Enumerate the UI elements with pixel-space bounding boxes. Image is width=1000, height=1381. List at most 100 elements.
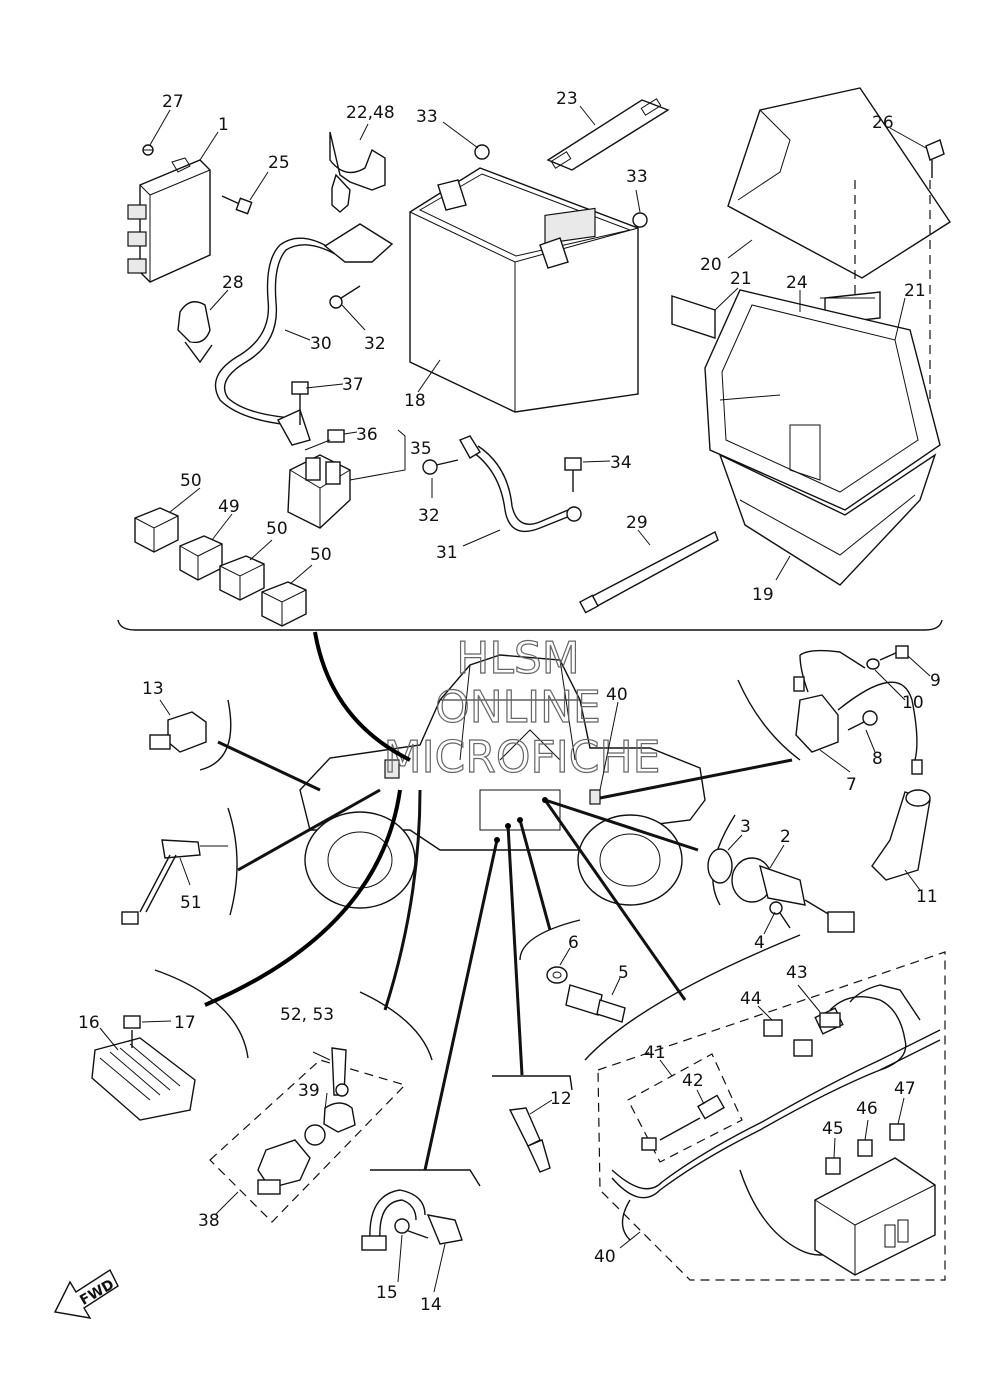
label-45: 45 bbox=[822, 1119, 844, 1139]
screw-26[interactable] bbox=[925, 139, 945, 178]
label-32-bottom: 32 bbox=[418, 506, 440, 526]
label-13: 13 bbox=[142, 679, 164, 699]
label-31: 31 bbox=[436, 543, 458, 563]
bolt-15[interactable] bbox=[394, 1218, 429, 1239]
battery-cable-31[interactable] bbox=[459, 435, 582, 533]
label-12: 12 bbox=[550, 1089, 572, 1109]
plug-cap-11[interactable] bbox=[871, 759, 931, 881]
cable-tie-29[interactable] bbox=[579, 531, 719, 614]
label-17: 17 bbox=[174, 1013, 196, 1033]
label-6: 6 bbox=[568, 933, 579, 953]
relay-50-a[interactable] bbox=[134, 507, 179, 553]
label-46: 46 bbox=[856, 1099, 878, 1119]
label-11: 11 bbox=[916, 887, 938, 907]
label-20: 20 bbox=[700, 255, 722, 275]
bolt-25[interactable] bbox=[221, 195, 253, 215]
label-24: 24 bbox=[786, 273, 808, 293]
rectifier-16[interactable] bbox=[91, 1037, 196, 1121]
label-34: 34 bbox=[610, 453, 632, 473]
nut-33-left[interactable] bbox=[474, 144, 490, 160]
pad-21-left[interactable] bbox=[671, 295, 716, 339]
o-ring-3[interactable] bbox=[707, 848, 733, 884]
label-35: 35 bbox=[410, 439, 432, 459]
label-4: 4 bbox=[754, 933, 765, 953]
label-43: 43 bbox=[786, 963, 808, 983]
bolt-9[interactable] bbox=[879, 645, 909, 661]
bracket-arcs bbox=[154, 679, 801, 1187]
leader-lines bbox=[99, 105, 931, 1293]
ignition-coil-7[interactable] bbox=[793, 649, 918, 761]
label-8: 8 bbox=[872, 749, 883, 769]
relay-50-b[interactable] bbox=[219, 555, 265, 601]
ignition-switch-38[interactable] bbox=[209, 1059, 407, 1223]
label-9: 9 bbox=[930, 671, 941, 691]
label-50-a: 50 bbox=[180, 471, 202, 491]
battery-18[interactable] bbox=[409, 167, 639, 413]
bolt-17[interactable] bbox=[123, 1015, 141, 1048]
relay-35[interactable] bbox=[287, 454, 351, 529]
key-52-53[interactable] bbox=[331, 1047, 349, 1097]
bolt-32-top[interactable] bbox=[329, 285, 361, 309]
label-50-c: 50 bbox=[310, 545, 332, 565]
label-52-53: 52, 53 bbox=[280, 1005, 334, 1025]
watermark-line-2: ONLINE bbox=[435, 682, 601, 733]
label-37: 37 bbox=[342, 375, 364, 395]
bolt-32-bottom[interactable] bbox=[422, 459, 459, 475]
label-2: 2 bbox=[780, 827, 791, 847]
sensor-2[interactable] bbox=[731, 857, 855, 933]
ecu-unit[interactable] bbox=[127, 157, 211, 283]
label-40-top: 40 bbox=[606, 685, 628, 705]
label-51: 51 bbox=[180, 893, 202, 913]
sensor-13[interactable] bbox=[149, 711, 207, 753]
sensor-51[interactable] bbox=[121, 839, 228, 925]
bolt-4[interactable] bbox=[769, 901, 791, 929]
bolt-8[interactable] bbox=[847, 710, 878, 731]
label-5: 5 bbox=[618, 963, 629, 983]
fuse-box[interactable] bbox=[814, 1157, 936, 1276]
label-22-48: 22,48 bbox=[346, 103, 395, 123]
fuse-45[interactable] bbox=[825, 1157, 841, 1175]
label-21-left: 21 bbox=[730, 269, 752, 289]
watermark-line-3: MICROFICHE bbox=[384, 732, 661, 783]
nut-33-right[interactable] bbox=[632, 212, 648, 228]
label-30: 30 bbox=[310, 334, 332, 354]
label-39: 39 bbox=[298, 1081, 320, 1101]
label-27: 27 bbox=[162, 92, 184, 112]
relay-44[interactable] bbox=[763, 1019, 813, 1057]
coupler-43[interactable] bbox=[819, 1012, 841, 1028]
strap-23[interactable] bbox=[546, 98, 670, 171]
fuse-47[interactable] bbox=[889, 1123, 905, 1141]
watermark: HLSM ONLINE MICROFICHE bbox=[383, 632, 661, 783]
part-labels: 1 2 3 4 5 6 7 8 9 10 11 12 13 14 15 16 1… bbox=[78, 89, 941, 1315]
label-47: 47 bbox=[894, 1079, 916, 1099]
holder-22-48[interactable] bbox=[329, 131, 386, 213]
label-40-bottom: 40 bbox=[594, 1247, 616, 1267]
label-1: 1 bbox=[218, 115, 229, 135]
cable-30[interactable] bbox=[214, 223, 394, 446]
bolt-34[interactable] bbox=[564, 457, 582, 492]
fitting-14[interactable] bbox=[361, 1189, 463, 1251]
label-19: 19 bbox=[752, 585, 774, 605]
fuse-46[interactable] bbox=[857, 1139, 873, 1157]
clip-27[interactable] bbox=[142, 144, 154, 156]
spark-plug-12[interactable] bbox=[508, 1107, 551, 1173]
fuse-36[interactable] bbox=[327, 429, 345, 443]
clamp-28[interactable] bbox=[177, 301, 213, 364]
label-38: 38 bbox=[198, 1211, 220, 1231]
gasket-6[interactable] bbox=[546, 966, 568, 984]
label-50-b: 50 bbox=[266, 519, 288, 539]
label-42: 42 bbox=[682, 1071, 704, 1091]
label-33-right: 33 bbox=[626, 167, 648, 187]
label-28: 28 bbox=[222, 273, 244, 293]
label-10: 10 bbox=[902, 693, 924, 713]
relay-49[interactable] bbox=[179, 535, 223, 581]
label-15: 15 bbox=[376, 1283, 398, 1303]
cover-20[interactable] bbox=[727, 87, 951, 500]
sensor-5[interactable] bbox=[565, 984, 626, 1023]
label-41: 41 bbox=[644, 1043, 666, 1063]
battery-box-19[interactable] bbox=[704, 289, 941, 586]
label-29: 29 bbox=[626, 513, 648, 533]
relay-50-c[interactable] bbox=[261, 581, 307, 627]
washer-10[interactable] bbox=[866, 658, 880, 670]
